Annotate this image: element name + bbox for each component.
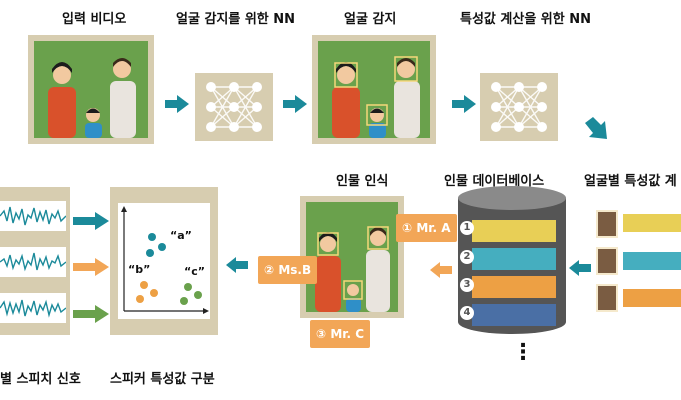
neural-network-icon bbox=[491, 82, 547, 132]
arrow-speech-to-plot-3 bbox=[73, 305, 109, 323]
person-database: 1 2 3 4 bbox=[458, 186, 566, 336]
label-speaker-clustering: 스피커 특성값 구분 bbox=[110, 372, 215, 387]
cluster-point-b bbox=[150, 289, 158, 297]
arrow-speech-to-plot-2 bbox=[73, 258, 109, 276]
arrow-down-right bbox=[585, 117, 607, 139]
db-record-bar-2 bbox=[472, 248, 556, 270]
speaker-feature-plot-box: “a” “b” “c” bbox=[110, 187, 218, 335]
db-index-4: 4 bbox=[460, 306, 474, 320]
face-box bbox=[366, 104, 388, 126]
person-tag-mr-a: ① Mr. A bbox=[396, 214, 457, 242]
scatter-axes bbox=[121, 206, 209, 314]
arrow-speech-to-plot-1 bbox=[73, 212, 109, 230]
face-box bbox=[367, 226, 389, 250]
cluster-label-b: “b” bbox=[128, 263, 151, 276]
arrow-left-to-database bbox=[569, 260, 591, 276]
face-thumbnail bbox=[596, 247, 618, 275]
speech-waveform bbox=[0, 201, 66, 231]
face-detection-frame bbox=[312, 35, 436, 144]
label-face-detection: 얼굴 감지 bbox=[344, 12, 397, 27]
label-speech-signal: 별 스피치 신호 bbox=[0, 372, 81, 387]
label-person-recognition: 인물 인식 bbox=[336, 174, 389, 189]
label-face-detection-nn: 얼굴 감지를 위한 NN bbox=[176, 12, 296, 27]
db-record-bar-1 bbox=[472, 220, 556, 242]
family-with-face-boxes bbox=[332, 56, 420, 138]
feature-bar bbox=[623, 289, 681, 307]
face-box bbox=[317, 232, 339, 256]
input-video-frame bbox=[28, 35, 154, 144]
family-with-face-boxes bbox=[315, 226, 390, 312]
label-face-features: 얼굴별 특성값 계 bbox=[584, 174, 677, 189]
db-index-1: 1 bbox=[460, 221, 474, 235]
db-record-bar-4 bbox=[472, 304, 556, 326]
cluster-point-c bbox=[184, 283, 192, 291]
feature-bar bbox=[623, 214, 681, 232]
db-index-2: 2 bbox=[460, 250, 474, 264]
label-feature-nn: 특성값 계산을 위한 NN bbox=[460, 12, 592, 27]
arrow-right-1 bbox=[165, 95, 189, 113]
arrow-left-to-recognition bbox=[430, 262, 452, 278]
speech-waveform bbox=[0, 293, 66, 323]
speech-signals-panel bbox=[0, 187, 70, 335]
cluster-label-a: “a” bbox=[170, 229, 192, 242]
scatter-plot-area: “a” “b” “c” bbox=[118, 203, 210, 319]
face-box bbox=[394, 56, 418, 82]
cluster-label-c: “c” bbox=[184, 265, 205, 278]
cluster-point-a bbox=[158, 243, 166, 251]
cluster-point-a bbox=[148, 233, 156, 241]
db-index-3: 3 bbox=[460, 278, 474, 292]
feature-nn-box bbox=[480, 73, 558, 141]
speech-waveform bbox=[0, 247, 66, 277]
ellipsis-more: ⋮ bbox=[512, 340, 534, 365]
face-thumbnail bbox=[596, 284, 618, 312]
family-illustration bbox=[48, 58, 136, 138]
person-tag-ms-b: ② Ms.B bbox=[258, 256, 318, 284]
arrow-right-3 bbox=[452, 95, 476, 113]
arrow-left-to-speaker bbox=[226, 257, 248, 273]
cluster-point-b bbox=[140, 281, 148, 289]
face-thumbnail bbox=[596, 210, 618, 238]
face-detection-nn-box bbox=[195, 73, 273, 141]
arrow-right-2 bbox=[283, 95, 307, 113]
face-box bbox=[343, 280, 363, 300]
cluster-point-c bbox=[194, 291, 202, 299]
label-person-database: 인물 데이터베이스 bbox=[444, 174, 545, 189]
face-box bbox=[334, 62, 358, 88]
face-features-panel bbox=[585, 200, 681, 320]
person-tag-mr-c: ③ Mr. C bbox=[310, 320, 371, 348]
cluster-point-b bbox=[136, 295, 144, 303]
feature-bar bbox=[623, 252, 681, 270]
db-record-bar-3 bbox=[472, 276, 556, 298]
label-input-video: 입력 비디오 bbox=[62, 12, 127, 27]
cluster-point-a bbox=[146, 249, 154, 257]
cluster-point-c bbox=[180, 297, 188, 305]
neural-network-icon bbox=[206, 82, 262, 132]
